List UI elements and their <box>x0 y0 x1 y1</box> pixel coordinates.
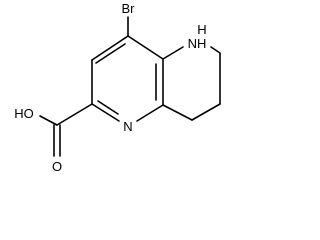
bond-nh-ch2 <box>210 46 221 54</box>
amine-h-label: H <box>197 22 206 37</box>
bond-c4a-c8 <box>127 35 164 60</box>
chemical-structure-diagram: Br NH H N HO O <box>14 1 221 174</box>
hydroxyl-label: HO <box>14 106 34 121</box>
carbonyl-oxygen-label: O <box>52 159 62 174</box>
bond-n1-c8a <box>136 104 164 122</box>
bond-ch2-c8a <box>162 104 193 121</box>
bond-c6-cooh <box>56 103 93 126</box>
amine-nh-label: NH <box>188 36 207 51</box>
bond-ch2-ch2b <box>191 103 221 121</box>
bond-c-oh <box>39 115 58 126</box>
bond-c6-n1-double <box>97 100 119 115</box>
bond-c8-c7-double <box>95 43 126 64</box>
bond-c4a-nh <box>162 46 184 60</box>
bromine-label: Br <box>122 1 136 16</box>
bond-c8-c7 <box>91 35 129 61</box>
pyridine-nitrogen-label: N <box>123 119 132 134</box>
bond-c6-n1 <box>91 103 120 122</box>
